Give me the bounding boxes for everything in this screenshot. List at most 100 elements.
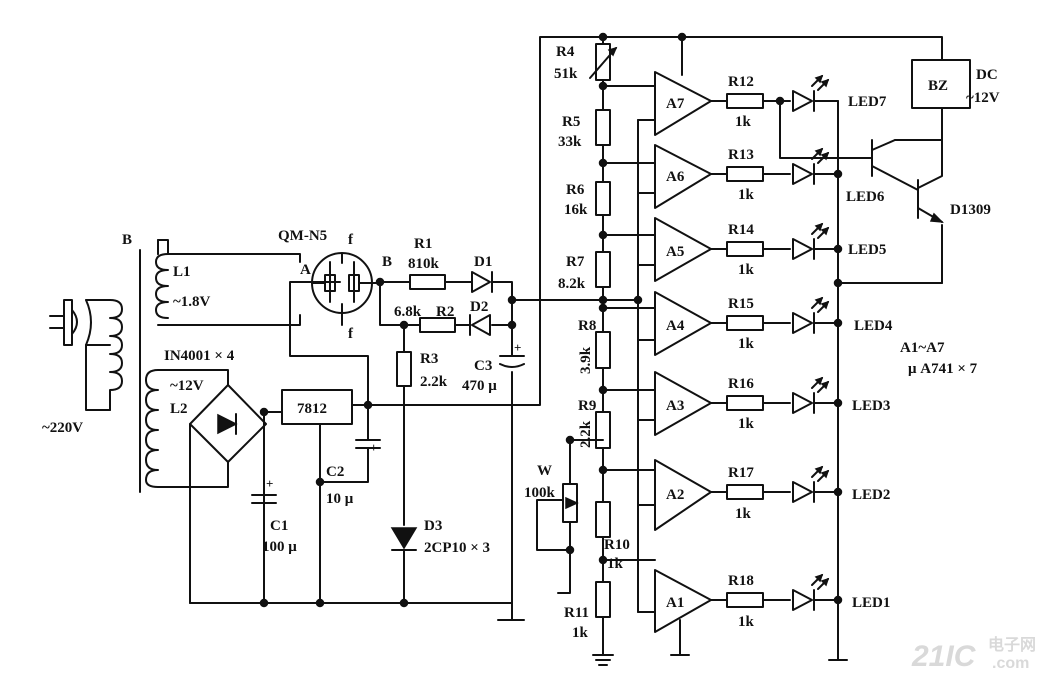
buzzer-bz <box>911 59 971 109</box>
mains-plug-symbol <box>49 299 92 346</box>
r8-label: R8 <box>578 318 596 334</box>
r7-resistor <box>595 251 611 288</box>
led4-label: LED4 <box>854 318 893 334</box>
r6-resistor <box>595 181 611 216</box>
darlington-transistor <box>871 139 944 223</box>
r1-label: R1 <box>414 236 432 252</box>
r15-value-label: 1k <box>738 336 755 352</box>
w-value-label: 100k <box>524 485 556 501</box>
tube-f2-label: f <box>348 326 354 342</box>
reg-label: 7812 <box>297 401 327 417</box>
a7-label: A7 <box>666 96 685 112</box>
r2-value-label: 6.8k <box>394 304 422 320</box>
l2-coil <box>145 369 159 488</box>
r18-label: R18 <box>728 573 754 589</box>
tube-f1-label: f <box>348 232 354 248</box>
a4-label: A4 <box>666 318 685 334</box>
r16-value-label: 1k <box>738 416 755 432</box>
r18-resistor <box>726 592 764 608</box>
bridge-label: IN4001 × 4 <box>164 348 235 364</box>
c1-label: C1 <box>270 518 288 534</box>
opamp-a4 <box>654 291 712 356</box>
r14-value-label: 1k <box>738 262 755 278</box>
watermark-logo: 21IC 电子网 .com <box>911 635 1036 673</box>
r12-value-label: 1k <box>735 114 752 130</box>
transformer-label: B <box>122 232 132 248</box>
opamp-a1 <box>654 569 712 633</box>
dc-label: DC <box>976 67 998 83</box>
d3-value-label: 2CP10 × 3 <box>424 540 490 556</box>
opamp-a5 <box>654 217 712 282</box>
opamp-a2 <box>654 459 712 531</box>
a1-label: A1 <box>666 595 684 611</box>
r9-resistor <box>595 411 611 449</box>
bz-label: BZ <box>928 78 948 94</box>
opamp-a7 <box>654 71 712 136</box>
r8-resistor <box>595 331 611 369</box>
l2-voltage-label: ~12V <box>170 378 204 394</box>
c2-capacitor <box>355 439 381 459</box>
watermark-brand: 21IC <box>911 640 977 673</box>
r5-resistor <box>595 109 611 146</box>
d2-diode <box>469 314 491 336</box>
r17-resistor <box>726 484 764 500</box>
led2-label: LED2 <box>852 487 890 503</box>
c3-capacitor <box>499 355 525 368</box>
r3-resistor <box>396 351 412 387</box>
transformer-primary-coil <box>85 299 123 411</box>
tube-label: QM-N5 <box>278 228 327 244</box>
opamp-a3 <box>654 371 712 436</box>
led3-diode <box>792 376 830 414</box>
led5-label: LED5 <box>848 242 886 258</box>
transistor-label: D1309 <box>950 202 991 218</box>
r5-label: R5 <box>562 114 580 130</box>
mains-label: ~220V <box>42 420 83 436</box>
r6-value-label: 16k <box>564 202 588 218</box>
r13-label: R13 <box>728 147 754 163</box>
r16-resistor <box>726 395 764 411</box>
r3-value-label: 2.2k <box>420 374 448 390</box>
opamp-a6 <box>654 144 712 209</box>
c2-label: C2 <box>326 464 344 480</box>
r12-resistor <box>726 93 764 109</box>
led5-diode <box>792 222 830 260</box>
r18-value-label: 1k <box>738 614 755 630</box>
r9-value-label: 2.2k <box>578 420 594 448</box>
led6-label: LED6 <box>846 189 885 205</box>
c1-value-label: 100 μ <box>262 539 297 555</box>
r16-label: R16 <box>728 376 754 392</box>
c2-value-label: 10 μ <box>326 491 354 507</box>
r10-label: R10 <box>604 537 630 553</box>
r13-resistor <box>726 166 764 182</box>
r7-label: R7 <box>566 254 585 270</box>
tube-b-label: B <box>382 254 392 270</box>
r4-resistor <box>589 43 618 81</box>
r1-resistor <box>409 274 446 290</box>
a2-label: A2 <box>666 487 684 503</box>
r13-value-label: 1k <box>738 187 755 203</box>
a6-label: A6 <box>666 169 685 185</box>
tube-a-label: A <box>300 262 311 278</box>
led1-label: LED1 <box>852 595 890 611</box>
r10-value-label: 1k <box>607 556 624 572</box>
r8-value-label: 3.9k <box>578 346 594 374</box>
r2-resistor <box>419 317 456 333</box>
a3-label: A3 <box>666 398 684 414</box>
labels: B ~220V L1 ~1.8V ~12V L2 IN4001 × 4 QM-N… <box>42 44 1000 641</box>
r6-label: R6 <box>566 182 585 198</box>
junction-dots <box>259 32 843 608</box>
r12-label: R12 <box>728 74 754 90</box>
svg-text:+: + <box>514 340 521 355</box>
opamp-note-label: A1~A7 <box>900 340 945 356</box>
l1-label: L1 <box>173 264 191 280</box>
r17-value-label: 1k <box>735 506 752 522</box>
led7-label: LED7 <box>848 94 887 110</box>
r5-value-label: 33k <box>558 134 582 150</box>
watermark-site: 电子网 <box>988 635 1036 654</box>
r4-value-label: 51k <box>554 66 578 82</box>
led4-diode <box>792 296 830 334</box>
l2-label: L2 <box>170 401 188 417</box>
r11-value-label: 1k <box>572 625 589 641</box>
r7-value-label: 8.2k <box>558 276 586 292</box>
